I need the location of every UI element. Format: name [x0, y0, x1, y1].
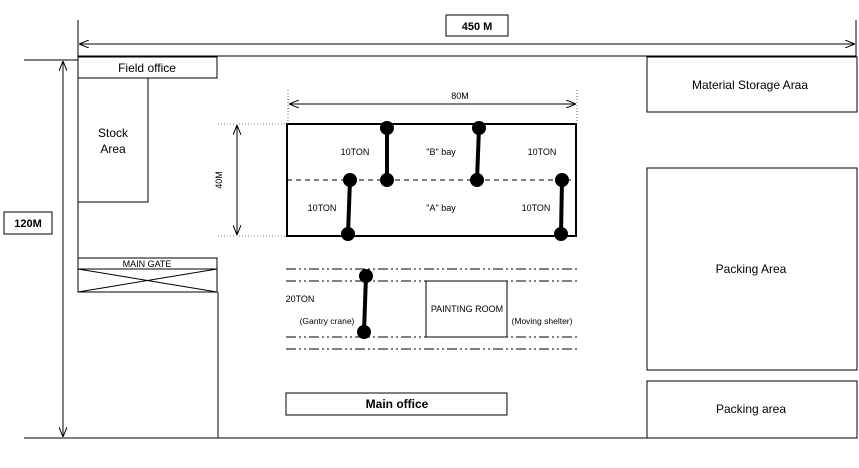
- painting-room-label: PAINTING ROOM: [431, 304, 503, 314]
- overall-width-label-box: [445, 14, 509, 37]
- packing-area-small: Packing area: [646, 380, 858, 439]
- field-office: Field office: [77, 56, 218, 79]
- gantry-crane-capacity: 20TON: [286, 294, 315, 304]
- stock-area-label-line1: Stock: [98, 126, 129, 140]
- field-office-label: Field office: [118, 61, 176, 75]
- overall-width-dimension: 450 M: [77, 14, 857, 56]
- overall-height-dimension: 120M: [3, 59, 218, 439]
- crane-b-left: [380, 121, 394, 187]
- crane-a-right: [554, 173, 569, 241]
- b-left-crane-capacity: 10TON: [341, 147, 370, 157]
- a-bay-label: "A" bay: [426, 203, 456, 213]
- packing-area-large-label: Packing Area: [716, 262, 787, 276]
- moving-shelter-label: (Moving shelter): [512, 316, 573, 326]
- gantry-crane: 20TON (Gantry crane): [286, 269, 373, 339]
- crane-a-left: [341, 173, 357, 241]
- packing-area-large: Packing Area: [646, 167, 858, 371]
- b-bay-label: "B" bay: [426, 147, 456, 157]
- factory-bays: "B" bay "A" bay 10TON 10TON 10TON 10TON: [286, 123, 577, 237]
- bay-width-label: 80M: [451, 91, 469, 101]
- b-right-crane-capacity: 10TON: [528, 147, 557, 157]
- overall-width-label: 450 M: [462, 21, 493, 33]
- main-gate: MAIN GATE: [77, 257, 218, 293]
- a-right-crane-capacity: 10TON: [522, 203, 551, 213]
- packing-area-small-label: Packing area: [716, 402, 786, 416]
- overall-height-label-box: [3, 211, 53, 235]
- crane-b-right: [470, 121, 486, 187]
- gantry-crane-label: (Gantry crane): [300, 316, 355, 326]
- main-gate-label: MAIN GATE: [123, 259, 172, 269]
- bay-height-dimension: 40M: [214, 123, 286, 237]
- stock-area: Stock Area: [77, 77, 149, 203]
- main-office-label: Main office: [366, 397, 429, 411]
- material-storage-label: Material Storage Araa: [692, 78, 808, 92]
- gate-cross-line: [77, 268, 218, 293]
- main-office: Main office: [285, 392, 508, 416]
- overall-height-label: 120M: [14, 218, 42, 230]
- stock-area-label-line2: Area: [100, 142, 126, 156]
- painting-room: PAINTING ROOM (Moving shelter): [425, 280, 573, 338]
- bay-height-label: 40M: [214, 171, 224, 189]
- bay-width-dimension: 80M: [287, 90, 578, 122]
- material-storage-area: Material Storage Araa: [646, 56, 858, 113]
- a-left-crane-capacity: 10TON: [308, 203, 337, 213]
